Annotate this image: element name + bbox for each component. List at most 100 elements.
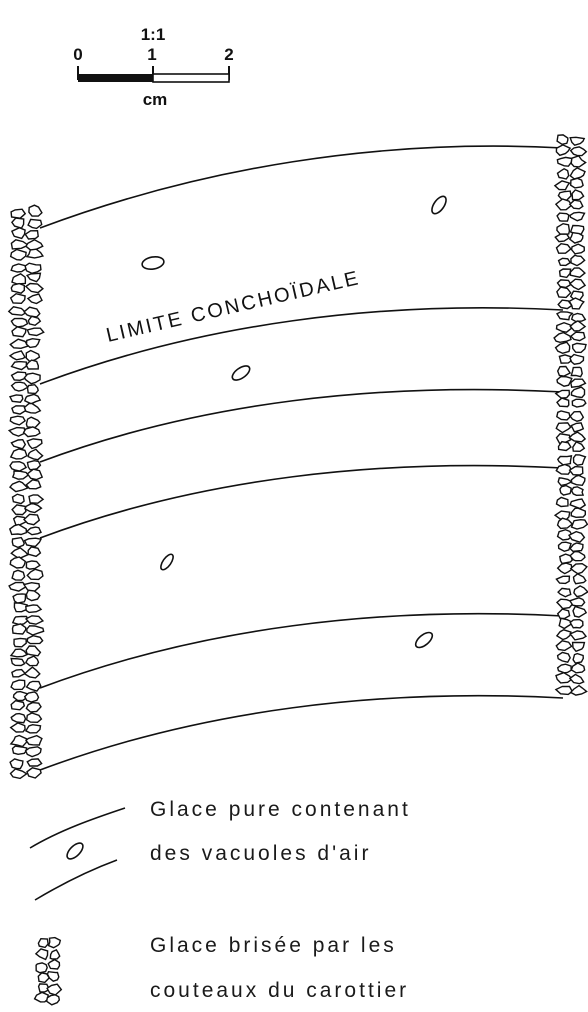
broken-ice-fragment	[29, 495, 43, 503]
broken-ice-fragment	[27, 681, 41, 691]
broken-ice-fragment	[27, 249, 43, 258]
broken-ice-fragment	[28, 547, 40, 556]
legend-pure-ice-line-1: Glace pure contenant	[150, 798, 411, 821]
pure-ice-with-bubbles-icon	[30, 808, 125, 900]
broken-ice-fragment	[47, 984, 61, 995]
broken-ice-fragment	[559, 542, 572, 551]
broken-ice-fragment	[27, 569, 43, 579]
scale-tick-label-0: 0	[73, 45, 82, 64]
air-bubbles	[141, 194, 449, 650]
broken-ice-fragment	[571, 663, 584, 673]
broken-ice-fragment	[570, 631, 586, 640]
broken-ice-fragment	[570, 543, 583, 551]
broken-ice-fragment	[12, 228, 25, 239]
broken-ice-fragment	[12, 670, 25, 677]
broken-ice-fragment	[558, 191, 571, 200]
right-broken-ice-edge	[554, 135, 588, 695]
broken-ice-fragment	[25, 503, 42, 512]
broken-ice-fragment	[570, 499, 585, 509]
broken-ice-fragment	[24, 404, 40, 414]
broken-ice-fragment	[573, 343, 586, 352]
broken-ice-fragment	[571, 147, 587, 156]
broken-ice-fragment	[555, 181, 570, 190]
broken-ice-fragment	[25, 231, 38, 239]
broken-ice-fragment	[10, 395, 23, 402]
broken-ice-fragment	[570, 674, 584, 683]
broken-ice-fragment	[13, 471, 28, 479]
broken-ice-fragment	[28, 219, 42, 228]
broken-ice-fragment	[574, 574, 586, 584]
broken-ice-fragment	[9, 428, 25, 437]
broken-ice-fragment	[12, 538, 24, 548]
layer-boundary-3	[40, 390, 563, 462]
broken-ice-fragment	[50, 950, 59, 959]
broken-ice-fragment	[11, 209, 25, 218]
broken-ice-fragment	[557, 287, 571, 297]
broken-ice-fragment	[10, 351, 25, 360]
broken-ice-fragment	[27, 339, 40, 348]
broken-ice-fragment	[11, 649, 27, 657]
broken-ice-fragment	[570, 212, 585, 220]
broken-ice-fragment	[571, 178, 583, 188]
broken-ice-fragment	[36, 963, 47, 973]
broken-ice-fragment	[557, 377, 572, 387]
broken-ice-fragment	[569, 298, 584, 309]
broken-ice-fragment	[25, 667, 40, 678]
broken-ice-fragment	[25, 263, 41, 273]
broken-ice-fragment	[554, 333, 571, 343]
ice-core-layers	[40, 146, 563, 770]
broken-ice-fragment	[27, 328, 43, 335]
broken-ice-fragment	[558, 169, 569, 179]
broken-ice-fragment	[26, 590, 39, 600]
broken-ice-fragment	[572, 520, 588, 529]
left-broken-ice-edge	[9, 205, 44, 778]
broken-ice-fragment	[557, 411, 570, 420]
scale-tick-label-2: 2	[224, 45, 233, 64]
scale-bar-black-segment	[78, 74, 153, 82]
broken-ice-fragment	[574, 586, 588, 597]
broken-ice-fragment	[557, 323, 572, 333]
broken-ice-fragment	[572, 487, 584, 496]
broken-ice-fragment	[27, 273, 40, 281]
broken-ice-fragment	[570, 467, 583, 475]
broken-ice-fragment	[11, 769, 27, 779]
broken-ice-fragment	[13, 746, 27, 754]
broken-ice-fragment	[11, 723, 25, 732]
broken-ice-fragment	[26, 360, 38, 369]
broken-ice-fragment	[26, 605, 41, 613]
broken-ice-fragment	[571, 475, 585, 485]
layer-boundary-5	[40, 614, 563, 688]
broken-ice-fragment	[573, 642, 585, 651]
broken-ice-fragment	[10, 462, 26, 471]
broken-ice-fragment	[27, 759, 41, 766]
broken-ice-fragment	[26, 561, 40, 569]
broken-ice-fragment	[11, 680, 25, 689]
broken-ice-fragment	[10, 525, 27, 535]
broken-ice-fragment	[570, 168, 585, 179]
broken-ice-fragment	[9, 582, 26, 591]
broken-ice-fragment	[570, 598, 585, 606]
broken-ice-fragment	[11, 701, 24, 710]
broken-ice-fragment	[557, 224, 570, 235]
broken-ice-fragment	[27, 527, 41, 535]
air-bubble	[413, 630, 435, 651]
layer-boundary-1	[40, 146, 563, 228]
broken-ice-fragment	[556, 145, 570, 155]
broken-ice-fragment	[571, 255, 585, 265]
broken-ice-fragment	[570, 412, 583, 422]
broken-ice-fragment	[573, 442, 585, 451]
layer-boundary-2	[40, 308, 563, 384]
scale-unit: cm	[143, 90, 168, 109]
broken-ice-fragment	[572, 190, 584, 200]
broken-ice-fragment	[29, 205, 42, 216]
broken-ice-fragment	[570, 321, 585, 331]
broken-ice-fragment	[570, 279, 585, 289]
air-bubble	[429, 194, 449, 216]
broken-ice-fragment	[557, 630, 571, 640]
broken-ice-fragment	[573, 654, 583, 664]
broken-ice-fragment	[557, 135, 568, 144]
broken-ice-fragment	[27, 439, 42, 449]
broken-ice-fragment	[11, 449, 27, 459]
broken-ice-fragment	[12, 570, 25, 580]
